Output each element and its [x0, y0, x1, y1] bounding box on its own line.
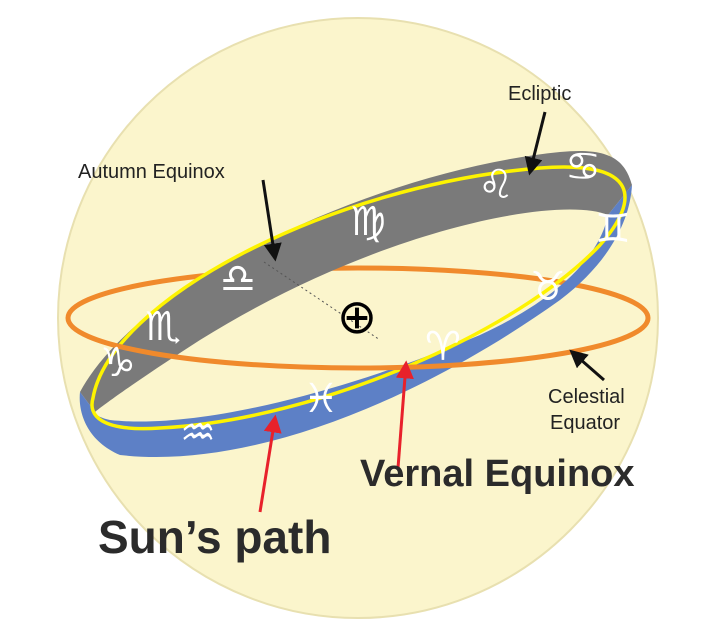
- celestial-equator-label-line1: Celestial: [548, 386, 625, 408]
- zodiac-cancer: ♋: [565, 144, 601, 190]
- zodiac-scorpio: ♏: [145, 304, 181, 350]
- zodiac-capricorn: ♑: [100, 340, 136, 386]
- ecliptic-label: Ecliptic: [508, 83, 571, 105]
- zodiac-taurus: ♉: [530, 264, 566, 310]
- zodiac-aquarius: ♒: [180, 410, 216, 456]
- zodiac-libra: ♎: [220, 256, 256, 302]
- autumn-equinox-label: Autumn Equinox: [78, 161, 225, 183]
- zodiac-pisces: ♓: [303, 376, 339, 422]
- zodiac-leo: ♌: [478, 162, 514, 208]
- vernal-equinox-label: Vernal Equinox: [360, 453, 635, 495]
- celestial-equator-label-line2: Equator: [550, 412, 620, 434]
- earth-symbol: ⊕: [337, 291, 377, 344]
- zodiac-aries: ♈: [425, 324, 461, 370]
- zodiac-gemini: ♊: [595, 206, 631, 252]
- zodiac-virgo: ♍: [350, 199, 386, 245]
- suns-path-label: Sun’s path: [98, 511, 331, 563]
